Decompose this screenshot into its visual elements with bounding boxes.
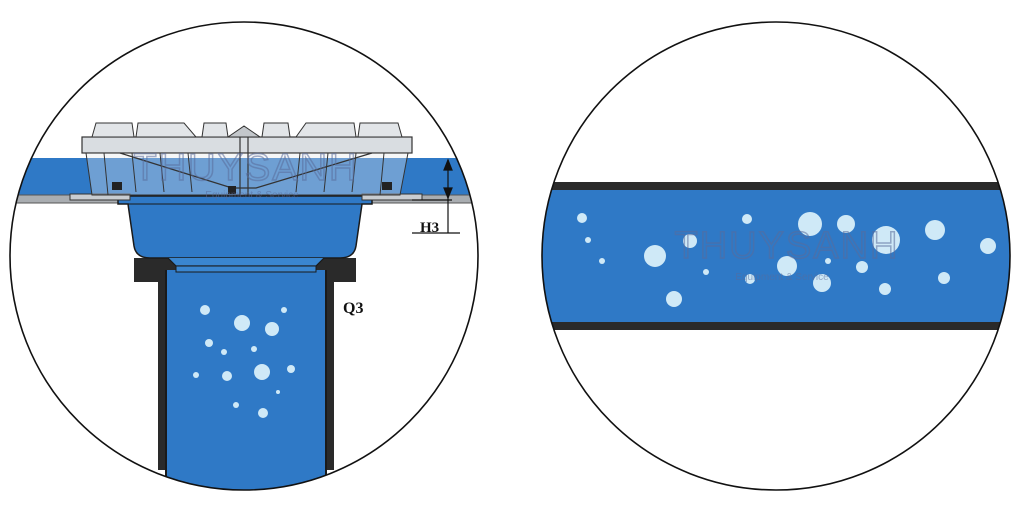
watermark-tagline-right: Equipment & Service bbox=[735, 272, 829, 283]
watermark-brand-left: THUYSANH bbox=[133, 147, 358, 189]
right-detail-frame bbox=[541, 21, 1011, 491]
pipe-water-flow bbox=[542, 190, 1010, 322]
drain-grate bbox=[81, 122, 413, 196]
left-detail-frame bbox=[9, 21, 479, 491]
pipe-flow-detail-content: THUYSANH Equipment & Service bbox=[542, 182, 1010, 330]
h3-dimension bbox=[412, 158, 460, 234]
watermark-brand-right: THUYSANH bbox=[674, 225, 899, 267]
pipe-flow-detail: THUYSANH Equipment & Service bbox=[541, 21, 1011, 491]
drain-flange-left bbox=[69, 193, 131, 201]
pipe-bubbles bbox=[193, 305, 295, 418]
floor-drain-detail: H3 Q3 THUYSANH Equipment & Service bbox=[9, 21, 479, 491]
watermark-tagline-left: Equipment & Service bbox=[205, 190, 299, 201]
pipe-wall-bottom bbox=[542, 322, 1010, 330]
flow-bubbles bbox=[577, 212, 996, 307]
drain-throat bbox=[167, 257, 325, 267]
h3-label: H3 bbox=[420, 220, 439, 236]
pipe-water-column bbox=[166, 270, 326, 490]
drain-flange-right bbox=[361, 193, 423, 201]
floor-drain-detail-content: H3 Q3 THUYSANH Equipment & Service bbox=[10, 122, 478, 490]
pipe-wall-top bbox=[542, 182, 1010, 190]
q3-label: Q3 bbox=[343, 300, 363, 317]
drain-basin bbox=[117, 195, 373, 259]
